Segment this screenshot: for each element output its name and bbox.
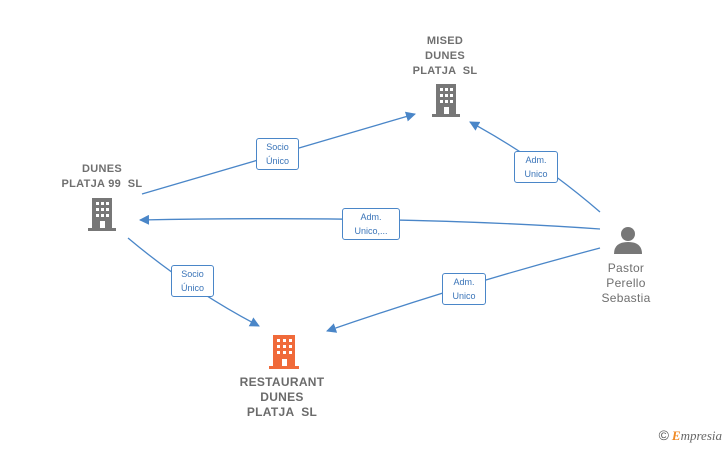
node-label-mised: MISED DUNES PLATJA SL [412,35,478,77]
edge-label-pastor-dunes99[interactable]: Adm. Unico,... [342,208,400,240]
building-icon[interactable] [432,84,460,117]
edge-label-pastor-mised[interactable]: Adm. Unico [514,151,558,183]
building-icon[interactable] [88,198,116,231]
edge-label-dunes99-restaurant[interactable]: Socio Único [171,265,214,297]
node-label-pastor: Pastor Perello Sebastia [601,261,651,305]
edge-label-dunes99-mised[interactable]: Socio Único [256,138,299,170]
node-label-restaurant: RESTAURANT DUNES PLATJA SL [239,375,325,419]
building-icon[interactable] [269,335,299,369]
node-label-dunes99: DUNES PLATJA 99 SL [61,163,143,190]
copyright-symbol: © [658,427,669,443]
edge-label-pastor-restaurant[interactable]: Adm. Unico [442,273,486,305]
person-icon[interactable] [614,227,642,254]
brand-logo: ©Empresia [658,427,722,443]
